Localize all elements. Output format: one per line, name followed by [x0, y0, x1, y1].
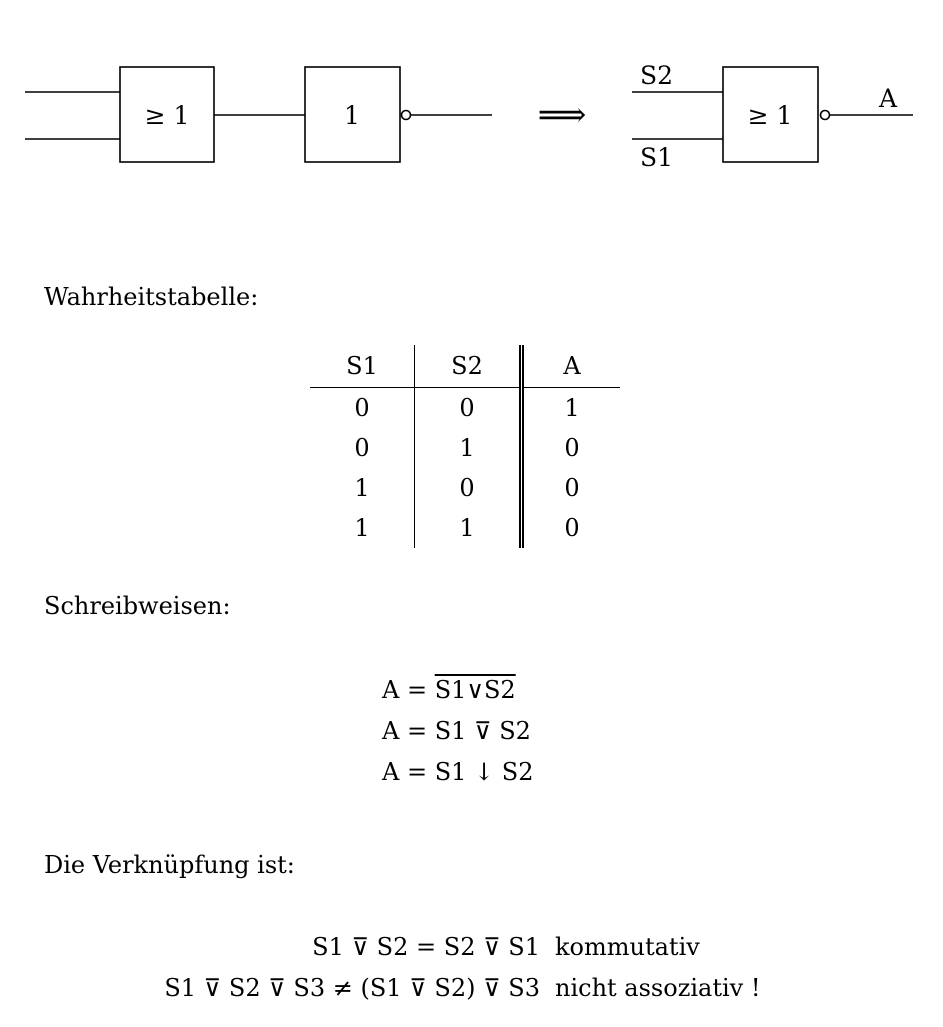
table-cell: 0 [310, 387, 415, 428]
nor-gate-label: ≥ 1 [748, 101, 793, 130]
table-cell: 0 [564, 434, 580, 462]
formula-peirce-arrow: A = S1 ↓ S2 [382, 758, 534, 786]
logic-diagram: ≥ 1 1 ⟹ ≥ 1 S2 S1 A [25, 61, 913, 172]
table-cell: 1 [564, 394, 580, 422]
input-label-s1: S1 [640, 143, 673, 172]
truth-table-header-row: S1 S2 A [310, 345, 620, 388]
or-gate-label: ≥ 1 [145, 101, 190, 130]
table-cell: 1 [310, 508, 415, 548]
table-row: 0 0 1 [310, 387, 620, 428]
table-row: 1 0 0 [310, 468, 620, 508]
table-row: 1 1 0 [310, 508, 620, 548]
associative-label: nicht assoziativ ! [555, 974, 761, 1002]
formula-overlined-term: S1∨S2 [434, 676, 516, 704]
table-cell: 0 [414, 468, 524, 508]
not-gate-label: 1 [344, 101, 360, 130]
table-cell: 0 [310, 428, 415, 468]
formula-overline: A = S1∨S2 [382, 676, 516, 704]
not-negation-bubble [400, 109, 412, 121]
column-header-a: A [521, 345, 620, 388]
not-gate-box [304, 66, 401, 163]
nor-gate-box [722, 66, 819, 163]
table-cell: 0 [564, 474, 580, 502]
table-cell: 0 [414, 387, 524, 428]
commutative-expression: S1 ⊽ S2 = S2 ⊽ S1 [312, 933, 540, 961]
notations-heading: Schreibweisen: [44, 592, 231, 620]
input-label-s2: S2 [640, 61, 673, 90]
formula-lhs: A = [382, 676, 435, 704]
truth-table-heading: Wahrheitstabelle: [44, 283, 259, 311]
associative-expression: S1 ⊽ S2 ⊽ S3 ≠ (S1 ⊽ S2) ⊽ S3 [164, 974, 540, 1002]
output-label-a: A [878, 84, 898, 113]
implies-symbol: ⟹ [538, 95, 587, 135]
column-header-s1: S1 [310, 345, 415, 388]
nor-negation-bubble [819, 109, 831, 121]
table-row: 0 1 0 [310, 428, 620, 468]
table-cell: 1 [310, 468, 415, 508]
formula-nor-symbol: A = S1 ⊽ S2 [382, 717, 531, 745]
commutative-label: kommutativ [555, 933, 700, 961]
table-cell: 1 [414, 428, 524, 468]
column-header-s2: S2 [414, 345, 524, 388]
table-cell: 0 [564, 514, 580, 542]
truth-table: S1 S2 A 0 0 1 0 1 0 1 0 0 1 1 0 [310, 345, 620, 548]
properties-heading: Die Verknüpfung ist: [44, 851, 295, 879]
table-cell: 1 [414, 508, 524, 548]
